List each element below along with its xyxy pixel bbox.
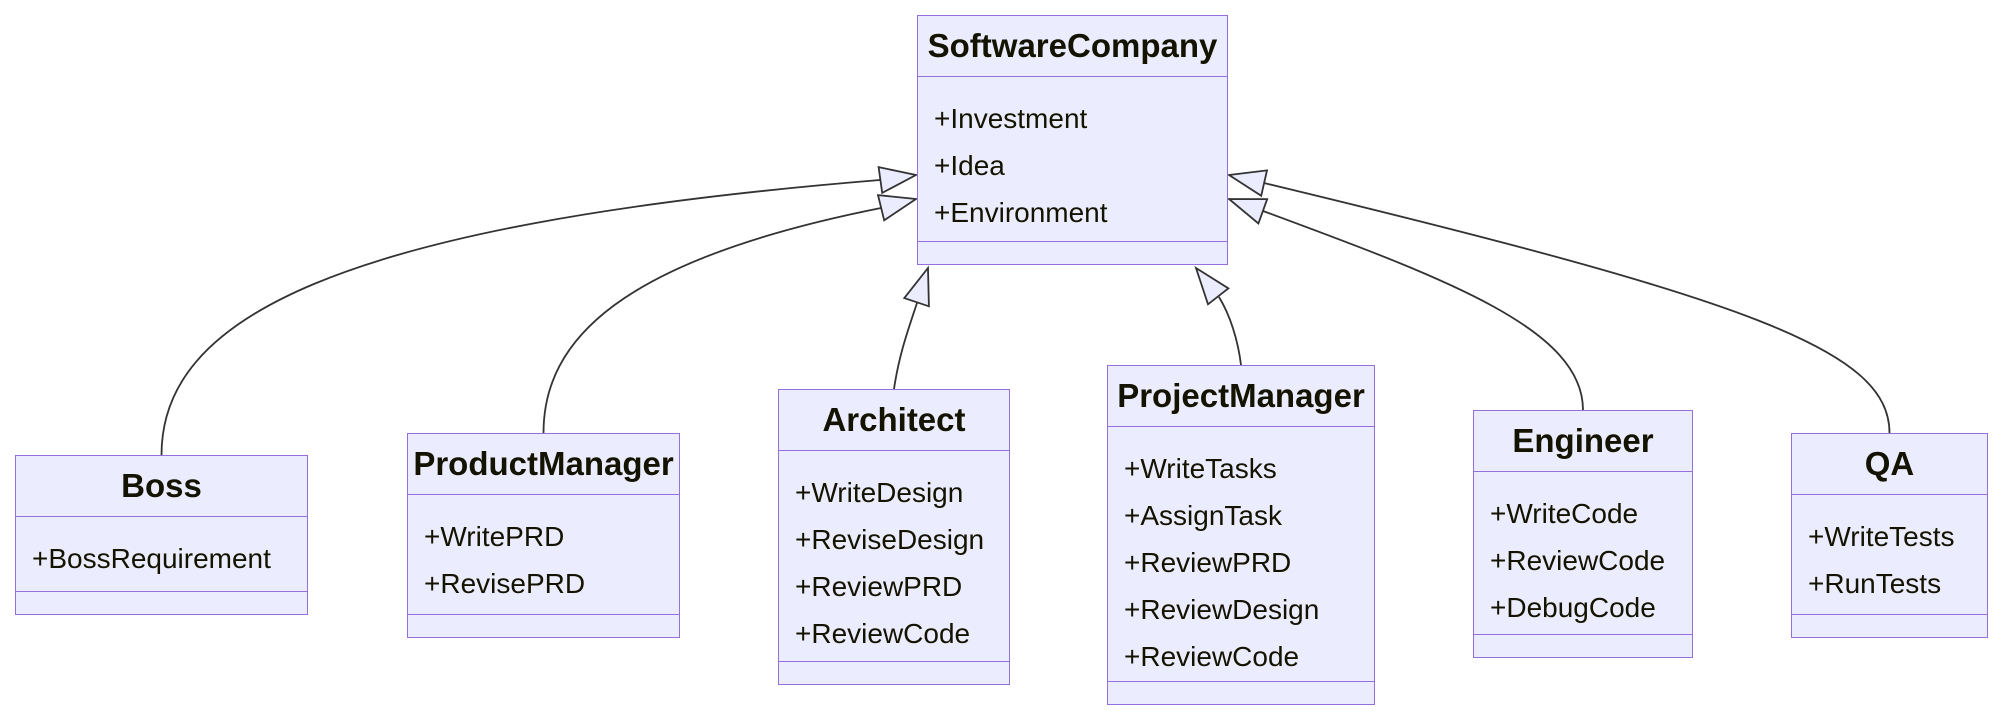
class-attribute: +BossRequirement bbox=[32, 543, 271, 574]
class-box-qa: QA +WriteTests +RunTests bbox=[1791, 433, 1988, 638]
class-attribute: +RunTests bbox=[1808, 568, 1942, 599]
class-methods-empty bbox=[918, 241, 1227, 264]
class-methods-empty bbox=[408, 614, 679, 637]
class-attribute: +AssignTask bbox=[1124, 500, 1282, 531]
class-attribute: +WriteTests bbox=[1808, 521, 1955, 552]
edge-projectmanager-extends-softwarecompany bbox=[1194, 265, 1242, 366]
class-attribute: +WriteCode bbox=[1490, 498, 1639, 529]
class-attribute: +ReviewCode bbox=[795, 618, 971, 649]
class-box-architect: Architect +WriteDesign +ReviseDesign +Re… bbox=[778, 389, 1010, 685]
class-box-boss: Boss +BossRequirement bbox=[15, 455, 308, 615]
class-attributes: +WriteCode +ReviewCode +DebugCode bbox=[1474, 472, 1692, 634]
class-attribute: +WriteDesign bbox=[795, 477, 964, 508]
class-methods-empty bbox=[1474, 634, 1692, 657]
class-attribute: +ReviewPRD bbox=[795, 571, 963, 602]
edge-line bbox=[1262, 210, 1584, 411]
class-title: SoftwareCompany bbox=[918, 16, 1227, 77]
inheritance-triangle-icon bbox=[1226, 198, 1269, 226]
class-methods-empty bbox=[16, 591, 307, 614]
class-attribute: +WriteTasks bbox=[1124, 453, 1277, 484]
edge-line bbox=[1218, 296, 1242, 366]
class-attribute: +WritePRD bbox=[424, 521, 565, 552]
class-attribute: +Idea bbox=[934, 150, 1005, 181]
class-attributes: +BossRequirement bbox=[16, 517, 307, 591]
edge-engineer-extends-softwarecompany bbox=[1226, 198, 1584, 411]
class-title: Engineer bbox=[1474, 411, 1692, 472]
class-attributes: +WriteDesign +ReviseDesign +ReviewPRD +R… bbox=[779, 451, 1009, 661]
class-attribute: +ReviewDesign bbox=[1124, 594, 1320, 625]
inheritance-triangle-icon bbox=[876, 194, 919, 222]
class-methods-empty bbox=[1792, 614, 1987, 637]
edge-boss-extends-softwarecompany bbox=[160, 165, 919, 456]
class-attribute: +Environment bbox=[934, 197, 1108, 228]
class-box-projectmanager: ProjectManager +WriteTasks +AssignTask +… bbox=[1107, 365, 1375, 705]
class-title: ProjectManager bbox=[1108, 366, 1374, 427]
class-methods-empty bbox=[1108, 681, 1374, 704]
edge-qa-extends-softwarecompany bbox=[1226, 169, 1891, 434]
class-title: Boss bbox=[16, 456, 307, 517]
class-methods-empty bbox=[779, 661, 1009, 684]
class-attributes: +WriteTasks +AssignTask +ReviewPRD +Revi… bbox=[1108, 427, 1374, 681]
edge-line bbox=[160, 179, 881, 456]
inheritance-triangle-icon bbox=[877, 165, 919, 195]
class-box-softwarecompany: SoftwareCompany +Investment +Idea +Envir… bbox=[917, 15, 1228, 265]
class-title: ProductManager bbox=[408, 434, 679, 495]
edge-line bbox=[1263, 182, 1891, 434]
class-attributes: +WritePRD +RevisePRD bbox=[408, 495, 679, 614]
edge-productmanager-extends-softwarecompany bbox=[542, 194, 919, 434]
edge-line bbox=[893, 302, 918, 390]
class-title: Architect bbox=[779, 390, 1009, 451]
class-attribute: +Investment bbox=[934, 103, 1088, 134]
class-attribute: +RevisePRD bbox=[424, 568, 586, 599]
edge-architect-extends-softwarecompany bbox=[893, 265, 930, 390]
class-title: QA bbox=[1792, 434, 1987, 495]
class-attributes: +Investment +Idea +Environment bbox=[918, 77, 1227, 241]
class-box-productmanager: ProductManager +WritePRD +RevisePRD bbox=[407, 433, 680, 638]
class-attribute: +ReviewPRD bbox=[1124, 547, 1292, 578]
inheritance-triangle-icon bbox=[1226, 169, 1269, 198]
class-attributes: +WriteTests +RunTests bbox=[1792, 495, 1987, 614]
inheritance-triangle-icon bbox=[1194, 265, 1230, 306]
class-attribute: +ReviewCode bbox=[1124, 641, 1300, 672]
edge-line bbox=[542, 207, 882, 434]
class-box-engineer: Engineer +WriteCode +ReviewCode +DebugCo… bbox=[1473, 410, 1693, 658]
class-attribute: +ReviewCode bbox=[1490, 545, 1666, 576]
inheritance-triangle-icon bbox=[902, 265, 930, 308]
class-attribute: +ReviseDesign bbox=[795, 524, 985, 555]
class-attribute: +DebugCode bbox=[1490, 592, 1656, 623]
